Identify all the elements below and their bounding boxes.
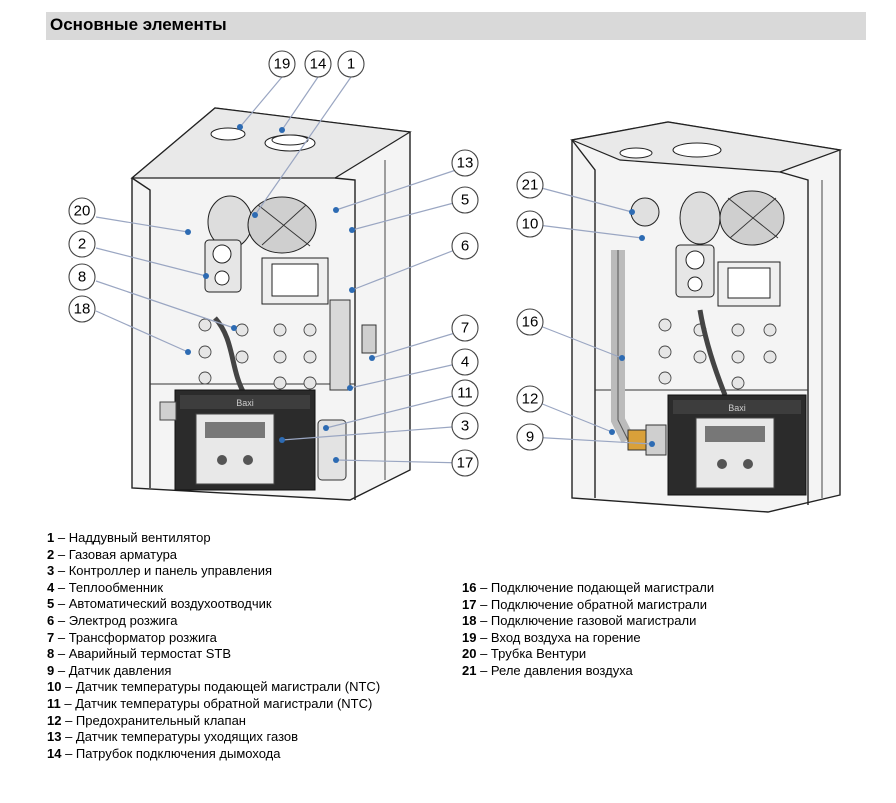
callout-17: 17 [451,449,479,477]
arrowheads [185,124,655,463]
svg-text:17: 17 [457,455,474,472]
legend-right: 16 – Подключение подающей магистрали 17 … [462,580,714,680]
svg-text:8: 8 [78,269,86,286]
callout-11: 11 [451,379,479,407]
legend-item: 4 – Теплообменник [47,579,164,595]
callout-7: 7 [451,314,479,342]
svg-text:3: 3 [461,418,469,435]
svg-text:4: 4 [461,354,469,371]
legend-item: 12 – Предохранительный клапан [47,712,246,728]
callout-5: 5 [451,186,479,214]
svg-text:9: 9 [526,429,534,446]
legend-item: 20 – Трубка Вентури [462,646,587,662]
svg-text:10: 10 [522,216,539,233]
legend-item: 19 – Вход воздуха на горение [462,629,641,645]
svg-text:14: 14 [310,56,327,73]
svg-text:2: 2 [78,236,86,253]
callout-2: 2 [68,230,96,258]
callout-14: 14 [304,50,332,78]
svg-text:12: 12 [522,391,539,408]
callout-1: 1 [337,50,365,78]
legend-item: 18 – Подключение газовой магистрали [462,613,697,629]
legend-item: 10 – Датчик температуры подающей магистр… [47,679,381,695]
boiler-diagram: Baxi [68,50,843,513]
legend-item: 13 – Датчик температуры уходящих газов [47,729,299,745]
svg-text:18: 18 [74,301,91,318]
svg-text:5: 5 [461,192,469,209]
legend-item: 9 – Датчик давления [47,662,172,678]
callout-13: 13 [451,149,479,177]
section-header-bar: Основные элементы [46,12,866,40]
callout-8: 8 [68,263,96,291]
legend-item: 11 – Датчик температуры обратной магистр… [47,695,373,711]
callout-4: 4 [451,348,479,376]
svg-text:6: 6 [461,238,469,255]
legend-item: 5 – Автоматический воздухоотводчик [47,596,272,612]
legend-item: 21 – Реле давления воздуха [462,662,633,678]
legend-item: 2 – Газовая арматура [47,546,178,562]
leader-lines [95,76,653,464]
svg-text:16: 16 [522,314,539,331]
legend-item: 17 – Подключение обратной магистрали [462,596,707,612]
svg-text:21: 21 [522,177,539,194]
callout-18: 18 [68,295,96,323]
callout-9: 9 [516,423,544,451]
legend-left: 1 – Наддувный вентилятор 2 – Газовая арм… [47,530,380,762]
legend-item: 7 – Трансформатор розжига [47,629,217,645]
boiler-right-illustration: Baxi [569,121,843,513]
legend-item: 8 – Аварийный термостат STB [47,646,232,662]
legend-item: 14 – Патрубок подключения дымохода [47,745,281,761]
callout-10: 10 [516,210,544,238]
brand-logo-right: Baxi [728,403,746,413]
svg-text:20: 20 [74,203,91,220]
svg-text:19: 19 [274,56,291,73]
legend-item: 6 – Электрод розжига [47,612,178,628]
callout-19: 19 [268,50,296,78]
svg-text:1: 1 [347,56,355,73]
callout-12: 12 [516,385,544,413]
svg-text:11: 11 [457,385,473,402]
legend-item: 3 – Контроллер и панель управления [47,563,273,579]
callout-3: 3 [451,412,479,440]
legend-item: 1 – Наддувный вентилятор [47,530,211,545]
svg-text:13: 13 [457,155,474,172]
callout-20: 20 [68,197,96,225]
legend-item: 16 – Подключение подающей магистрали [462,580,715,595]
callout-16: 16 [516,308,544,336]
boiler-left-illustration: Baxi [130,107,412,501]
section-title: Основные элементы [50,15,227,34]
svg-text:7: 7 [461,320,469,337]
callout-21: 21 [516,171,544,199]
callout-6: 6 [451,232,479,260]
brand-logo-left: Baxi [236,398,254,408]
